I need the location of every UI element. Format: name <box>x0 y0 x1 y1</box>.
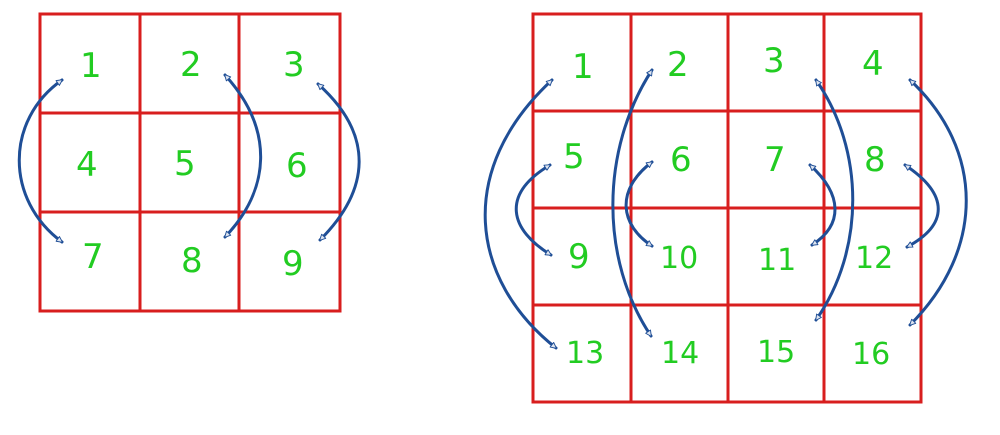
right-grid-numbers: 1 2 3 4 5 6 7 8 9 10 11 12 13 14 15 16 <box>563 41 893 372</box>
left-cell-4: 4 <box>76 145 98 185</box>
right-cell-6: 6 <box>670 140 692 180</box>
right-swap-arrows <box>483 68 968 350</box>
right-cell-4: 4 <box>862 44 884 84</box>
left-cell-9: 9 <box>282 244 304 284</box>
right-cell-16: 16 <box>852 337 890 372</box>
swap-arrow-2-8 <box>223 73 263 239</box>
swap-arrow-7-11 <box>808 163 837 247</box>
left-cell-8: 8 <box>181 241 203 281</box>
right-cell-3: 3 <box>763 41 785 81</box>
swap-arrow-3-9 <box>316 82 361 242</box>
right-cell-15: 15 <box>757 335 795 370</box>
left-cell-6: 6 <box>286 146 308 186</box>
left-cell-1: 1 <box>80 46 102 86</box>
right-cell-1: 1 <box>572 47 594 87</box>
left-swap-arrows <box>17 73 361 244</box>
right-cell-2: 2 <box>667 45 689 85</box>
swap-arrow-3-15 <box>814 78 855 322</box>
right-cell-12: 12 <box>855 241 893 276</box>
right-cell-11: 11 <box>758 243 796 278</box>
left-cell-3: 3 <box>283 45 305 85</box>
swap-arrow-2-14 <box>611 68 654 338</box>
left-grid <box>38 12 342 313</box>
left-cell-2: 2 <box>180 45 202 85</box>
right-cell-8: 8 <box>864 140 886 180</box>
right-cell-7: 7 <box>764 140 786 180</box>
right-cell-9: 9 <box>568 237 590 277</box>
swap-arrow-1-7 <box>17 78 64 244</box>
swap-arrow-6-10 <box>624 160 654 248</box>
swap-arrow-4-16 <box>908 78 968 327</box>
left-grid-border <box>38 12 342 313</box>
right-cell-10: 10 <box>660 241 698 276</box>
swap-arrow-5-9 <box>514 163 553 257</box>
right-grid <box>531 12 923 404</box>
right-cell-14: 14 <box>661 336 699 371</box>
left-cell-7: 7 <box>82 237 104 277</box>
swap-arrow-8-12 <box>903 163 940 249</box>
right-cell-5: 5 <box>563 137 585 177</box>
left-grid-numbers: 1 2 3 4 5 6 7 8 9 <box>76 45 308 284</box>
swap-arrow-1-13 <box>483 78 558 350</box>
left-cell-5: 5 <box>174 144 196 184</box>
right-cell-13: 13 <box>566 336 604 371</box>
